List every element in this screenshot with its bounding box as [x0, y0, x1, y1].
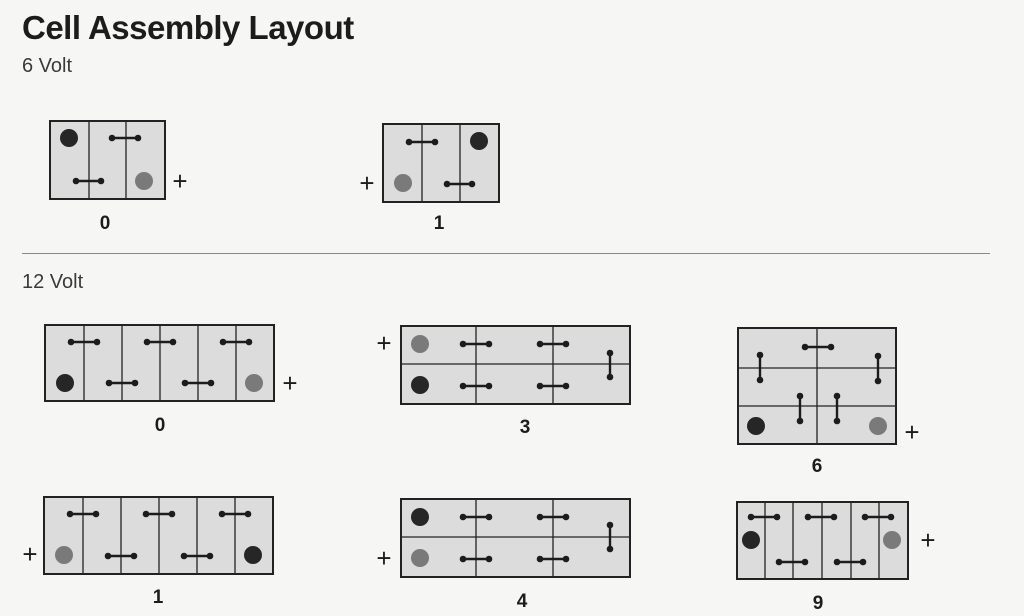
cell-connector-icon — [405, 138, 439, 146]
cell-connector-icon — [756, 351, 764, 384]
cell-connector-icon — [218, 510, 252, 518]
layout-6v-1: + 1 — [359, 123, 500, 234]
cell-connector-icon — [536, 382, 570, 390]
layout-12v-1: + 1 — [22, 496, 274, 608]
cell-connector-icon — [606, 349, 614, 381]
cell-connector-icon — [443, 180, 476, 188]
positive-terminal-icon — [135, 172, 153, 190]
layout-number: 6 — [812, 456, 823, 477]
positive-sign: + — [22, 539, 37, 569]
cell-connector-icon — [219, 338, 253, 346]
positive-terminal-icon — [245, 374, 263, 392]
cell-connector-icon — [459, 555, 493, 563]
positive-terminal-icon — [411, 335, 429, 353]
cell-connector-icon — [459, 513, 493, 521]
positive-sign: + — [904, 417, 919, 447]
positive-terminal-icon — [55, 546, 73, 564]
layout-12v-4: + 4 — [376, 498, 631, 612]
layout-6v-0: + 0 — [49, 120, 188, 234]
cell-connector-icon — [801, 343, 835, 351]
cell-connector-icon — [105, 379, 139, 387]
negative-terminal-icon — [747, 417, 765, 435]
positive-sign: + — [172, 166, 187, 196]
negative-terminal-icon — [60, 129, 78, 147]
cell-connector-icon — [747, 513, 781, 521]
layout-number: 4 — [517, 591, 528, 612]
cell-connector-icon — [804, 513, 838, 521]
layout-12v-0: + 0 — [44, 324, 298, 436]
cell-connector-icon — [874, 352, 882, 385]
positive-sign: + — [282, 368, 297, 398]
layout-number: 1 — [153, 587, 164, 608]
cell-connector-icon — [536, 555, 570, 563]
positive-terminal-icon — [411, 549, 429, 567]
cell-connector-icon — [833, 392, 841, 425]
cell-connector-icon — [143, 338, 177, 346]
cell-connector-icon — [861, 513, 895, 521]
negative-terminal-icon — [470, 132, 488, 150]
cell-connector-icon — [67, 338, 101, 346]
positive-sign: + — [359, 168, 374, 198]
cell-connector-icon — [66, 510, 100, 518]
layout-number: 1 — [434, 213, 445, 234]
battery-case — [400, 498, 631, 578]
cell-connector-icon — [104, 552, 138, 560]
layout-number: 0 — [155, 415, 166, 436]
positive-sign: + — [376, 328, 391, 358]
positive-sign: + — [376, 543, 391, 573]
cell-connector-icon — [181, 379, 215, 387]
cell-connector-icon — [180, 552, 214, 560]
layout-number: 3 — [520, 417, 531, 438]
negative-terminal-icon — [411, 376, 429, 394]
positive-sign: + — [920, 525, 935, 555]
cell-connector-icon — [833, 558, 867, 566]
cell-connector-icon — [536, 513, 570, 521]
section-label-12-volt: 12 Volt — [22, 271, 84, 293]
cell-connector-icon — [796, 392, 804, 425]
cell-connector-icon — [459, 340, 493, 348]
positive-terminal-icon — [869, 417, 887, 435]
negative-terminal-icon — [244, 546, 262, 564]
cell-connector-icon — [606, 521, 614, 553]
layout-number: 9 — [813, 593, 824, 614]
page-title: Cell Assembly Layout — [22, 9, 354, 46]
cell-connector-icon — [108, 134, 142, 142]
layout-12v-9: + 9 — [736, 501, 936, 614]
section-divider — [22, 253, 990, 254]
cell-connector-icon — [72, 177, 105, 185]
cell-connector-icon — [142, 510, 176, 518]
negative-terminal-icon — [742, 531, 760, 549]
cell-connector-icon — [459, 382, 493, 390]
positive-terminal-icon — [883, 531, 901, 549]
layout-12v-3: + 3 — [376, 325, 631, 438]
negative-terminal-icon — [411, 508, 429, 526]
battery-case — [400, 325, 631, 405]
layout-number: 0 — [100, 213, 111, 234]
cell-connector-icon — [775, 558, 809, 566]
layout-12v-6: + 6 — [737, 327, 920, 477]
positive-terminal-icon — [394, 174, 412, 192]
negative-terminal-icon — [56, 374, 74, 392]
section-label-6-volt: 6 Volt — [22, 55, 73, 77]
cell-connector-icon — [536, 340, 570, 348]
